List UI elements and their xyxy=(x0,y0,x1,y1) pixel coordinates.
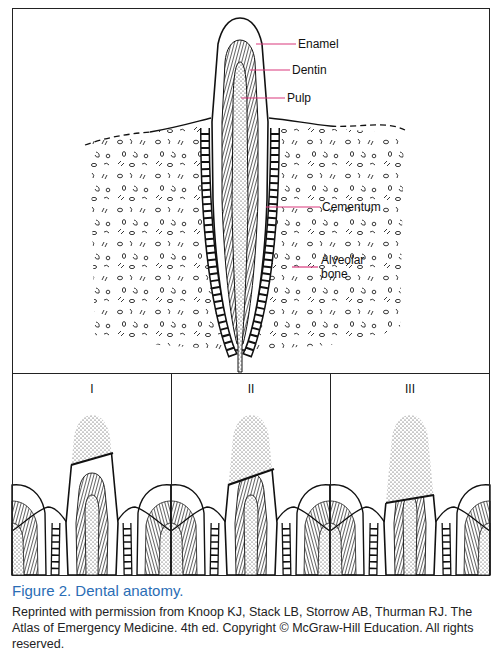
fracture-illustration xyxy=(435,485,490,575)
fracture-illustration xyxy=(330,415,490,575)
part-label: Cementum xyxy=(322,200,412,214)
gum-line xyxy=(330,125,405,130)
fracture-illustration xyxy=(275,485,330,575)
part-label: Pulp xyxy=(287,91,367,105)
fracture-illustration xyxy=(386,495,434,503)
fracture-illustration xyxy=(71,453,113,465)
fracture-illustration xyxy=(225,415,277,575)
leader-line xyxy=(241,97,285,98)
figure-caption: Figure 2. Dental anatomy. xyxy=(12,582,490,600)
part-label: Alveolar bone xyxy=(321,253,375,281)
gum-line xyxy=(85,132,150,145)
fracture-illustration xyxy=(225,415,277,575)
class-numeral: III xyxy=(331,382,489,396)
fracture-illustration xyxy=(228,469,274,485)
fracture-illustration xyxy=(12,415,171,575)
fracture-illustration xyxy=(66,415,118,575)
fracture-illustration xyxy=(330,485,385,575)
fracture-class-panel: II xyxy=(171,373,331,576)
fracture-illustration xyxy=(171,485,226,575)
leader-line xyxy=(256,43,296,44)
panel-frame xyxy=(13,9,490,374)
fracture-illustration xyxy=(384,415,436,575)
fracture-class-panel: I xyxy=(12,373,172,576)
leader-line xyxy=(250,69,290,70)
gum-line xyxy=(269,118,330,126)
fracture-illustration xyxy=(171,415,330,575)
part-label: Dentin xyxy=(292,63,372,77)
tooth-section xyxy=(232,62,248,372)
credit-note: Reprinted with permission from Knoop KJ,… xyxy=(12,604,490,652)
leader-line xyxy=(266,206,320,207)
leader-line xyxy=(241,44,320,267)
fracture-illustration xyxy=(384,415,436,575)
tooth-section xyxy=(212,18,268,372)
tooth-section xyxy=(232,62,248,372)
fracture-illustration xyxy=(66,415,118,575)
class-numeral: II xyxy=(172,382,330,396)
part-label: Enamel xyxy=(298,37,378,51)
leader-line xyxy=(292,266,318,267)
fracture-class-panel: III xyxy=(330,373,490,576)
fracture-illustration xyxy=(12,485,67,575)
class-numeral: I xyxy=(13,382,171,396)
fracture-illustration xyxy=(116,485,171,575)
